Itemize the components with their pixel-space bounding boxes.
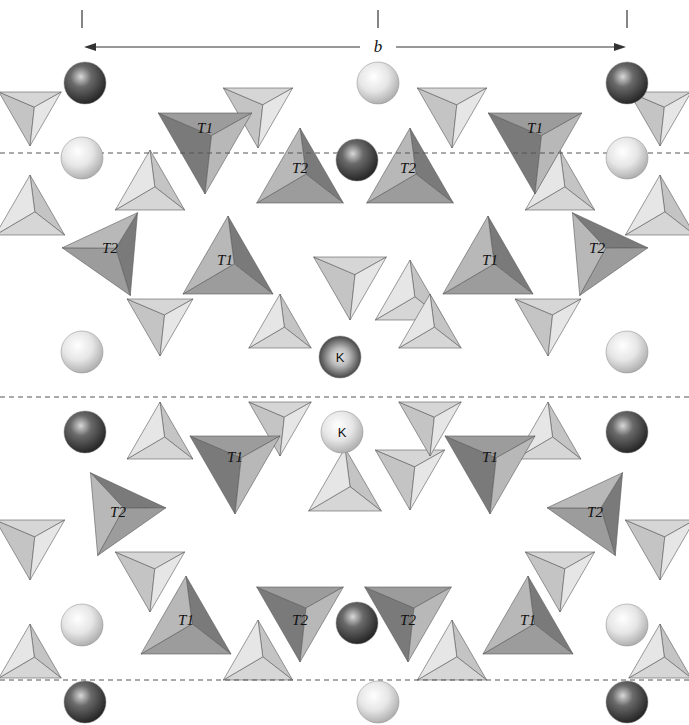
tetrahedron-face: [258, 88, 293, 148]
tetrahedron-face: [0, 624, 34, 678]
potassium-sphere: [606, 62, 648, 104]
tetrahedron-face: [30, 92, 61, 146]
site-label: T2: [587, 504, 603, 521]
potassium-sphere: [64, 681, 106, 723]
tetrahedron-face: [399, 294, 434, 348]
tetrahedron-face: [0, 175, 35, 235]
site-label: T2: [102, 240, 118, 257]
site-label: T1: [527, 120, 543, 137]
tetrahedron-face: [547, 473, 622, 508]
potassium-sphere: [357, 62, 399, 104]
potassium-sphere: [336, 602, 378, 644]
site-label: T2: [292, 612, 308, 629]
tetrahedron-face: [548, 299, 581, 356]
tetrahedron-face: [560, 552, 595, 612]
site-label: T1: [520, 612, 536, 629]
site-label: T2: [589, 240, 605, 257]
tetrahedron-face: [660, 520, 689, 580]
potassium-sphere: [64, 411, 106, 453]
site-label: T1: [197, 120, 213, 137]
site-label: T1: [178, 612, 194, 629]
potassium-sphere: [606, 411, 648, 453]
tetrahedron-face: [62, 213, 137, 248]
atom-label: K: [336, 350, 345, 365]
site-label: T2: [110, 504, 126, 521]
tetrahedron-face: [223, 620, 262, 680]
tetrahedron-face: [62, 248, 130, 296]
tetrahedron-face: [160, 299, 193, 356]
site-label: T1: [482, 449, 498, 466]
potassium-sphere: [606, 331, 648, 373]
potassium-sphere: [64, 62, 106, 104]
potassium-sphere: [606, 681, 648, 723]
potassium-sphere: [336, 139, 378, 181]
tetrahedron-face: [547, 508, 615, 556]
tetrahedron-face: [249, 294, 284, 348]
tetrahedron-face: [115, 150, 154, 210]
axis-label: b: [371, 37, 386, 57]
site-label: T1: [227, 449, 243, 466]
tetrahedron-face: [183, 216, 234, 294]
site-label: T2: [400, 612, 416, 629]
tetrahedron-face: [309, 448, 350, 511]
potassium-sphere: [61, 331, 103, 373]
potassium-sphere: [61, 137, 103, 179]
atom-label: K: [338, 425, 347, 440]
potassium-sphere: [319, 336, 361, 378]
tetrahedron-face: [30, 520, 65, 580]
tetrahedron-face: [452, 88, 487, 148]
tetrahedron-face: [235, 436, 280, 514]
potassium-sphere: [606, 137, 648, 179]
site-label: T2: [292, 160, 308, 177]
tetrahedron-face: [280, 402, 311, 456]
tetrahedron-face: [410, 450, 445, 510]
tetrahedron-face: [127, 402, 164, 459]
tetrahedron-face: [625, 175, 664, 235]
tetrahedron-face: [572, 213, 605, 296]
potassium-sphere: [321, 411, 363, 453]
site-label: T2: [400, 160, 416, 177]
site-label: T1: [217, 252, 233, 269]
potassium-sphere: [357, 681, 399, 723]
potassium-sphere: [606, 604, 648, 646]
tetrahedron-face: [375, 260, 414, 320]
tetrahedron-face: [660, 92, 689, 146]
tetrahedron-face: [490, 436, 535, 514]
potassium-sphere: [61, 604, 103, 646]
site-label: T1: [482, 252, 498, 269]
